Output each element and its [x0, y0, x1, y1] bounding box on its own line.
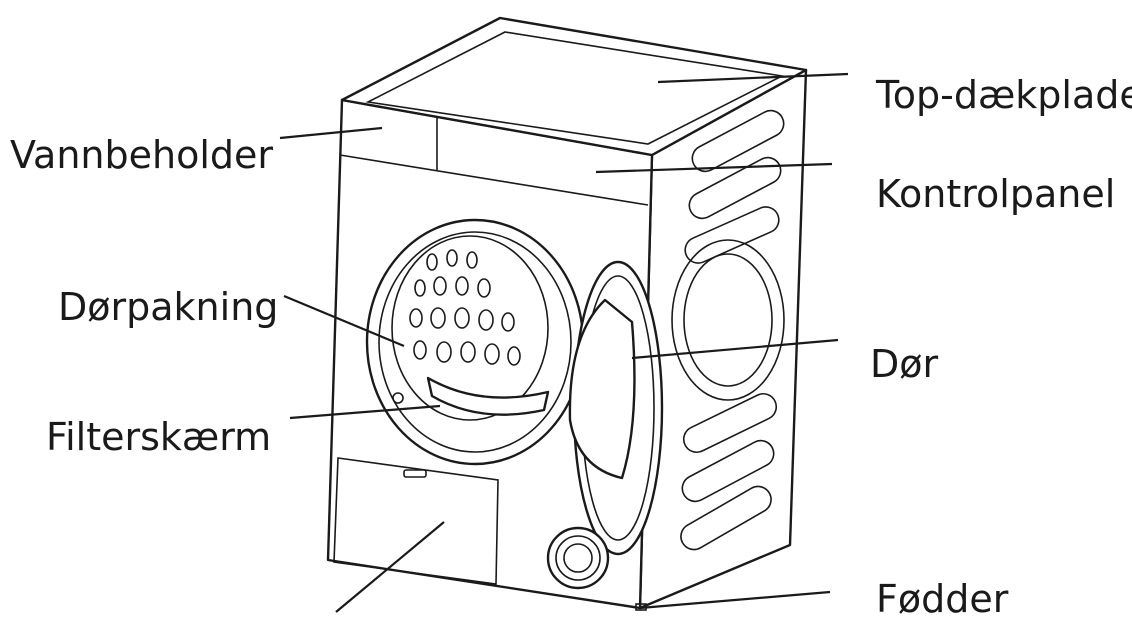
vent-grille	[548, 528, 608, 588]
label-top-cover: Top-dækplade	[875, 73, 1132, 117]
label-water-tank: Vannbeholder	[10, 133, 273, 177]
dryer-illustration	[328, 18, 806, 610]
label-control-panel: Kontrolpanel	[876, 172, 1115, 216]
label-door: Dør	[870, 342, 939, 386]
side-panel	[640, 70, 806, 608]
label-door-seal: Dørpakning	[58, 285, 278, 329]
label-feet: Fødder	[876, 577, 1009, 620]
label-filter-screen: Filterskærm	[46, 415, 271, 459]
